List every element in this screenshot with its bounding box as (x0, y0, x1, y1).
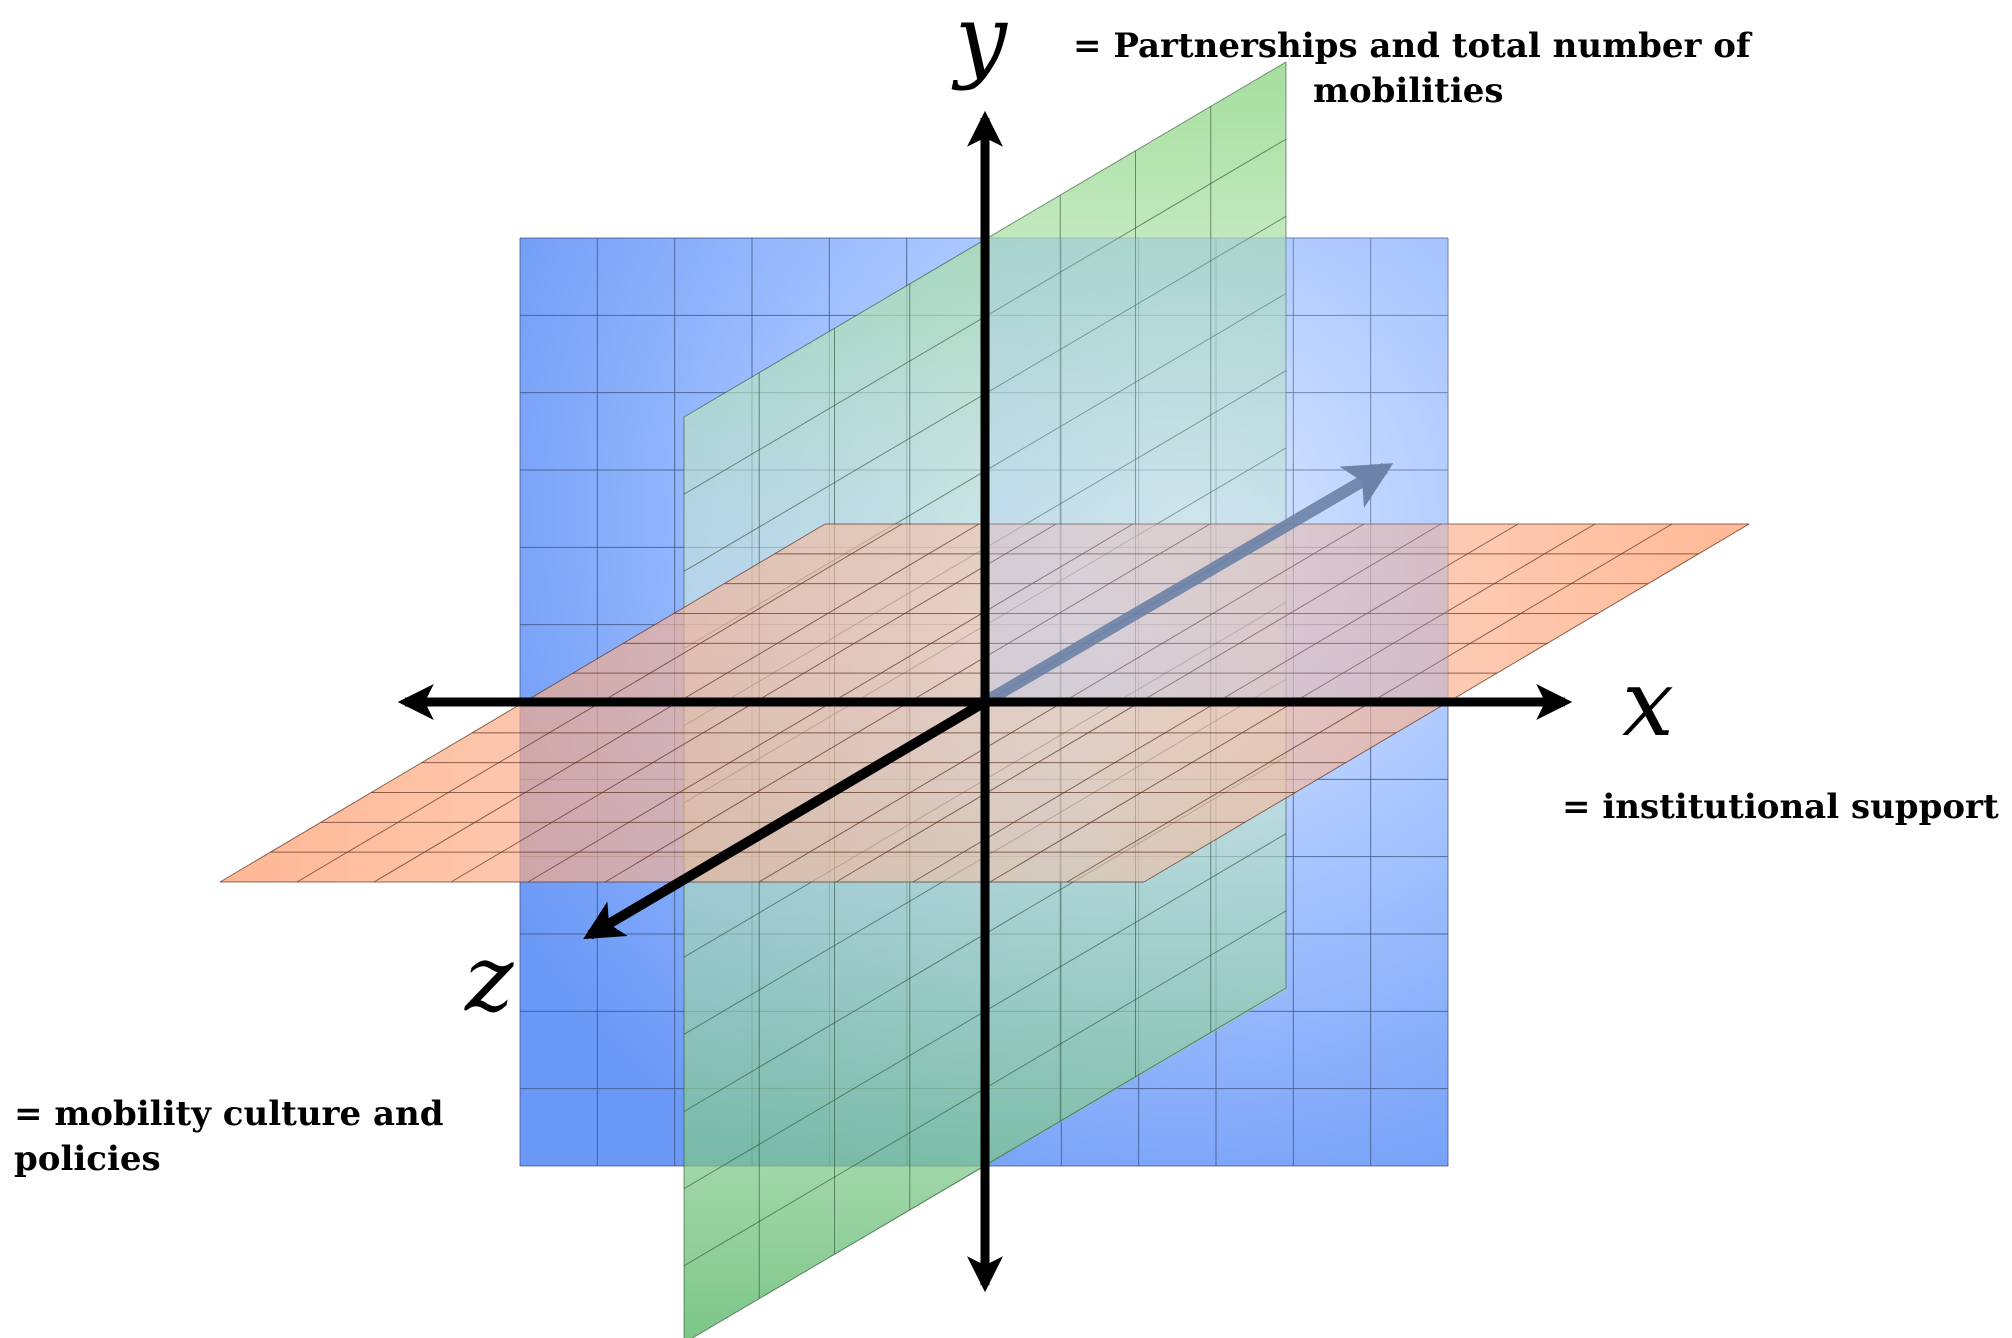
z-axis-label-line2: policies (14, 1139, 161, 1179)
z-axis-letter: z (464, 925, 514, 1032)
y-axis-label: = Partnerships and total number of mobil… (1073, 26, 1753, 111)
diagonal-depth-arrow (981, 462, 1394, 708)
x-axis-label: = institutional support (1562, 787, 1999, 827)
x-axis-letter: x (1622, 650, 1674, 757)
y-axis-label-line1: = Partnerships and total number of (1073, 26, 1753, 66)
z-axis-label: = mobility culture and policies (14, 1094, 443, 1179)
z-axis-label-line1: = mobility culture and (14, 1094, 443, 1134)
y-axis-label-line2: mobilities (1313, 71, 1504, 111)
z-axis (583, 697, 988, 940)
axes (397, 110, 1573, 1293)
y-axis-letter: y (951, 0, 1008, 92)
